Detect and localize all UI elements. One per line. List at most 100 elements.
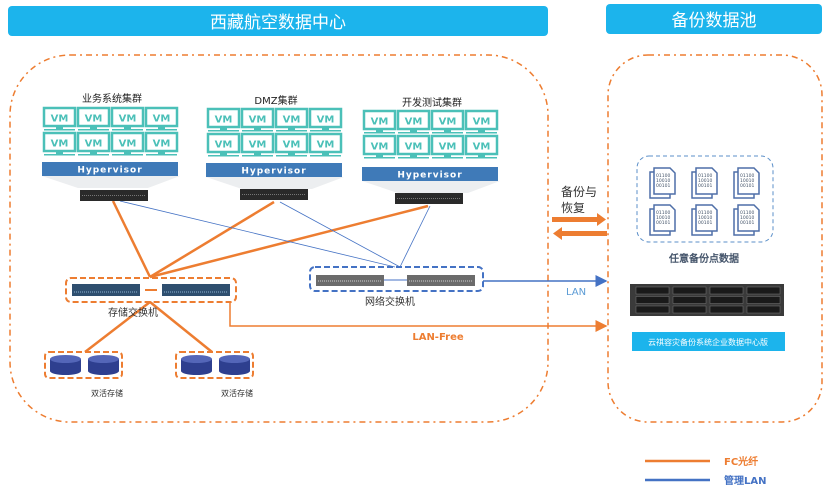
svg-text:VM: VM [85, 114, 103, 125]
svg-text:VM: VM [371, 117, 389, 128]
disk-icon [88, 355, 119, 375]
storage-switch-2 [162, 284, 230, 296]
svg-text:VM: VM [249, 115, 267, 126]
hypervisor-bar [362, 167, 498, 181]
vm-icon: VM [464, 134, 499, 159]
network-switch-label: 网络交换机 [365, 295, 415, 308]
svg-text:VM: VM [51, 139, 69, 150]
network-switch-group: 网络交换机 [309, 266, 484, 308]
backup-restore-label-2: 恢复 [561, 201, 585, 215]
storage-label: 双活存储 [221, 388, 253, 398]
vm-icon: VM [464, 109, 499, 134]
backup-arrow-right [552, 213, 606, 226]
svg-text:VM: VM [153, 114, 171, 125]
svg-text:00101: 00101 [698, 183, 712, 189]
vm-icon: VM [240, 132, 275, 157]
svg-text:00101: 00101 [740, 183, 754, 189]
backup-pool-region [607, 54, 823, 423]
svg-text:01100: 01100 [740, 173, 754, 179]
svg-text:VM: VM [371, 142, 389, 153]
lan-links [119, 200, 431, 268]
vm-icon: VM [430, 109, 465, 134]
svg-text:10010: 10010 [698, 215, 712, 221]
backup-pool-title: 备份数据池 [606, 4, 822, 34]
svg-text:00101: 00101 [698, 220, 712, 226]
svg-text:VM: VM [439, 117, 457, 128]
legend-fc-label: FC光纤 [724, 455, 758, 468]
disk-icon [181, 355, 212, 375]
vm-icon: VM [274, 132, 309, 157]
cluster-0: 业务系统集群 VM VM VM VM VM VM VM VM Hypervisor [42, 92, 180, 201]
storage-switch-label: 存储交换机 [108, 306, 158, 319]
hypervisor-bar [206, 163, 342, 177]
svg-text:00101: 00101 [740, 220, 754, 226]
svg-text:01100: 01100 [656, 210, 670, 216]
datacenter-region [9, 54, 549, 423]
product-label: 云祺容灾备份系统企业数据中心版 [632, 332, 785, 351]
storage-switch-group: 存储交换机 [65, 277, 237, 319]
svg-text:VM: VM [119, 139, 137, 150]
disk-icon [219, 355, 250, 375]
svg-text:01100: 01100 [656, 173, 670, 179]
datacenter-title: 西藏航空数据中心 [8, 6, 548, 36]
storage-array-0: 双活存储 [44, 351, 123, 398]
vm-icon: VM [430, 134, 465, 159]
datacenter-title-text: 西藏航空数据中心 [210, 13, 346, 33]
hypervisor-label: Hypervisor [77, 166, 142, 176]
svg-text:VM: VM [439, 142, 457, 153]
svg-text:10010: 10010 [698, 178, 712, 184]
backup-pool-title-text: 备份数据池 [672, 11, 757, 31]
vm-icon: VM [110, 131, 145, 156]
lan-label: LAN [566, 287, 586, 298]
svg-text:00101: 00101 [656, 220, 670, 226]
svg-text:VM: VM [51, 114, 69, 125]
hypervisor-label: Hypervisor [397, 171, 462, 181]
vm-icon: VM [206, 132, 241, 157]
svg-text:01100: 01100 [698, 210, 712, 216]
vm-icon: VM [110, 106, 145, 131]
vm-icon: VM [144, 106, 179, 131]
vm-icon: VM [362, 109, 397, 134]
backup-points-box [636, 155, 774, 243]
cluster-label: 业务系统集群 [82, 92, 142, 105]
svg-text:VM: VM [153, 139, 171, 150]
svg-text:VM: VM [85, 139, 103, 150]
product-label-text: 云祺容灾备份系统企业数据中心版 [648, 337, 768, 347]
svg-text:VM: VM [119, 114, 137, 125]
svg-text:VM: VM [473, 117, 491, 128]
backup-restore-label: 备份与 [561, 185, 597, 199]
svg-text:01100: 01100 [698, 173, 712, 179]
backup-points-label: 任意备份点数据 [668, 252, 739, 265]
storage-switch-1 [72, 284, 140, 296]
svg-text:VM: VM [215, 115, 233, 126]
legend-lan-label: 管理LAN [724, 474, 766, 487]
disk-icon [50, 355, 81, 375]
hypervisor-bar [42, 162, 178, 176]
vm-icon: VM [308, 107, 343, 132]
svg-text:01100: 01100 [740, 210, 754, 216]
vm-icon: VM [144, 131, 179, 156]
svg-text:VM: VM [249, 140, 267, 151]
cluster-label: DMZ集群 [254, 94, 297, 107]
vm-icon: VM [76, 106, 111, 131]
vm-icon: VM [42, 131, 77, 156]
svg-text:VM: VM [317, 115, 335, 126]
vm-icon: VM [362, 134, 397, 159]
vm-icon: VM [240, 107, 275, 132]
vm-icon: VM [308, 132, 343, 157]
vm-icon: VM [396, 109, 431, 134]
storage-label: 双活存储 [91, 388, 123, 398]
cluster-label: 开发测试集群 [402, 96, 462, 109]
hypervisor-label: Hypervisor [241, 167, 306, 177]
lan-free-line [229, 302, 608, 332]
svg-text:VM: VM [283, 140, 301, 151]
svg-text:VM: VM [405, 142, 423, 153]
backup-server [630, 284, 784, 316]
